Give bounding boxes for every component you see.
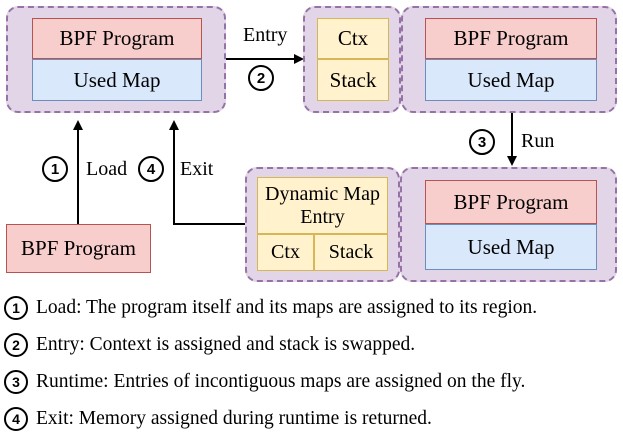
run-label: Run	[521, 130, 555, 152]
legend-text-exit: Exit: Memory assigned during runtime is …	[36, 408, 432, 430]
source-program-box: BPF Program	[6, 224, 151, 273]
legend-number-4: 4	[4, 407, 28, 431]
dynamic-map-entry-box: Dynamic Map Entry	[257, 177, 388, 234]
dynamic-stack-box: Stack	[314, 234, 388, 271]
entry-label: Entry	[243, 24, 288, 46]
legend-number-2: 2	[4, 333, 28, 357]
entry-ctx-box: Ctx	[317, 18, 389, 59]
legend-item-entry: 2 Entry: Context is assigned and stack i…	[4, 330, 415, 360]
legend-text-runtime: Runtime: Entries of incontiguous maps ar…	[36, 371, 526, 393]
legend-item-runtime: 3 Runtime: Entries of incontiguous maps …	[4, 367, 525, 397]
legend-number-1: 1	[4, 296, 28, 320]
legend-item-exit: 4 Exit: Memory assigned during runtime i…	[4, 404, 432, 434]
run-step-number: 3	[469, 129, 495, 155]
exit-arrow	[169, 120, 245, 225]
exit-step-number: 4	[138, 156, 164, 182]
legend-text-entry: Entry: Context is assigned and stack is …	[36, 334, 416, 356]
legend-item-load: 1 Load: The program itself and its maps …	[4, 293, 537, 323]
top-left-map-box: Used Map	[32, 59, 202, 101]
legend-text-load: Load: The program itself and its maps ar…	[36, 297, 538, 319]
top-right-program-box: BPF Program	[425, 18, 597, 59]
bottom-right-program-box: BPF Program	[425, 180, 597, 224]
bottom-right-map-box: Used Map	[425, 224, 597, 270]
legend-number-3: 3	[4, 370, 28, 394]
load-label: Load	[86, 158, 128, 180]
top-right-map-box: Used Map	[425, 59, 597, 101]
entry-step-number: 2	[248, 65, 274, 91]
entry-stack-box: Stack	[317, 59, 389, 101]
load-step-number: 1	[42, 156, 68, 182]
top-left-program-box: BPF Program	[32, 18, 202, 59]
dynamic-ctx-box: Ctx	[257, 234, 314, 271]
exit-label: Exit	[180, 158, 214, 180]
